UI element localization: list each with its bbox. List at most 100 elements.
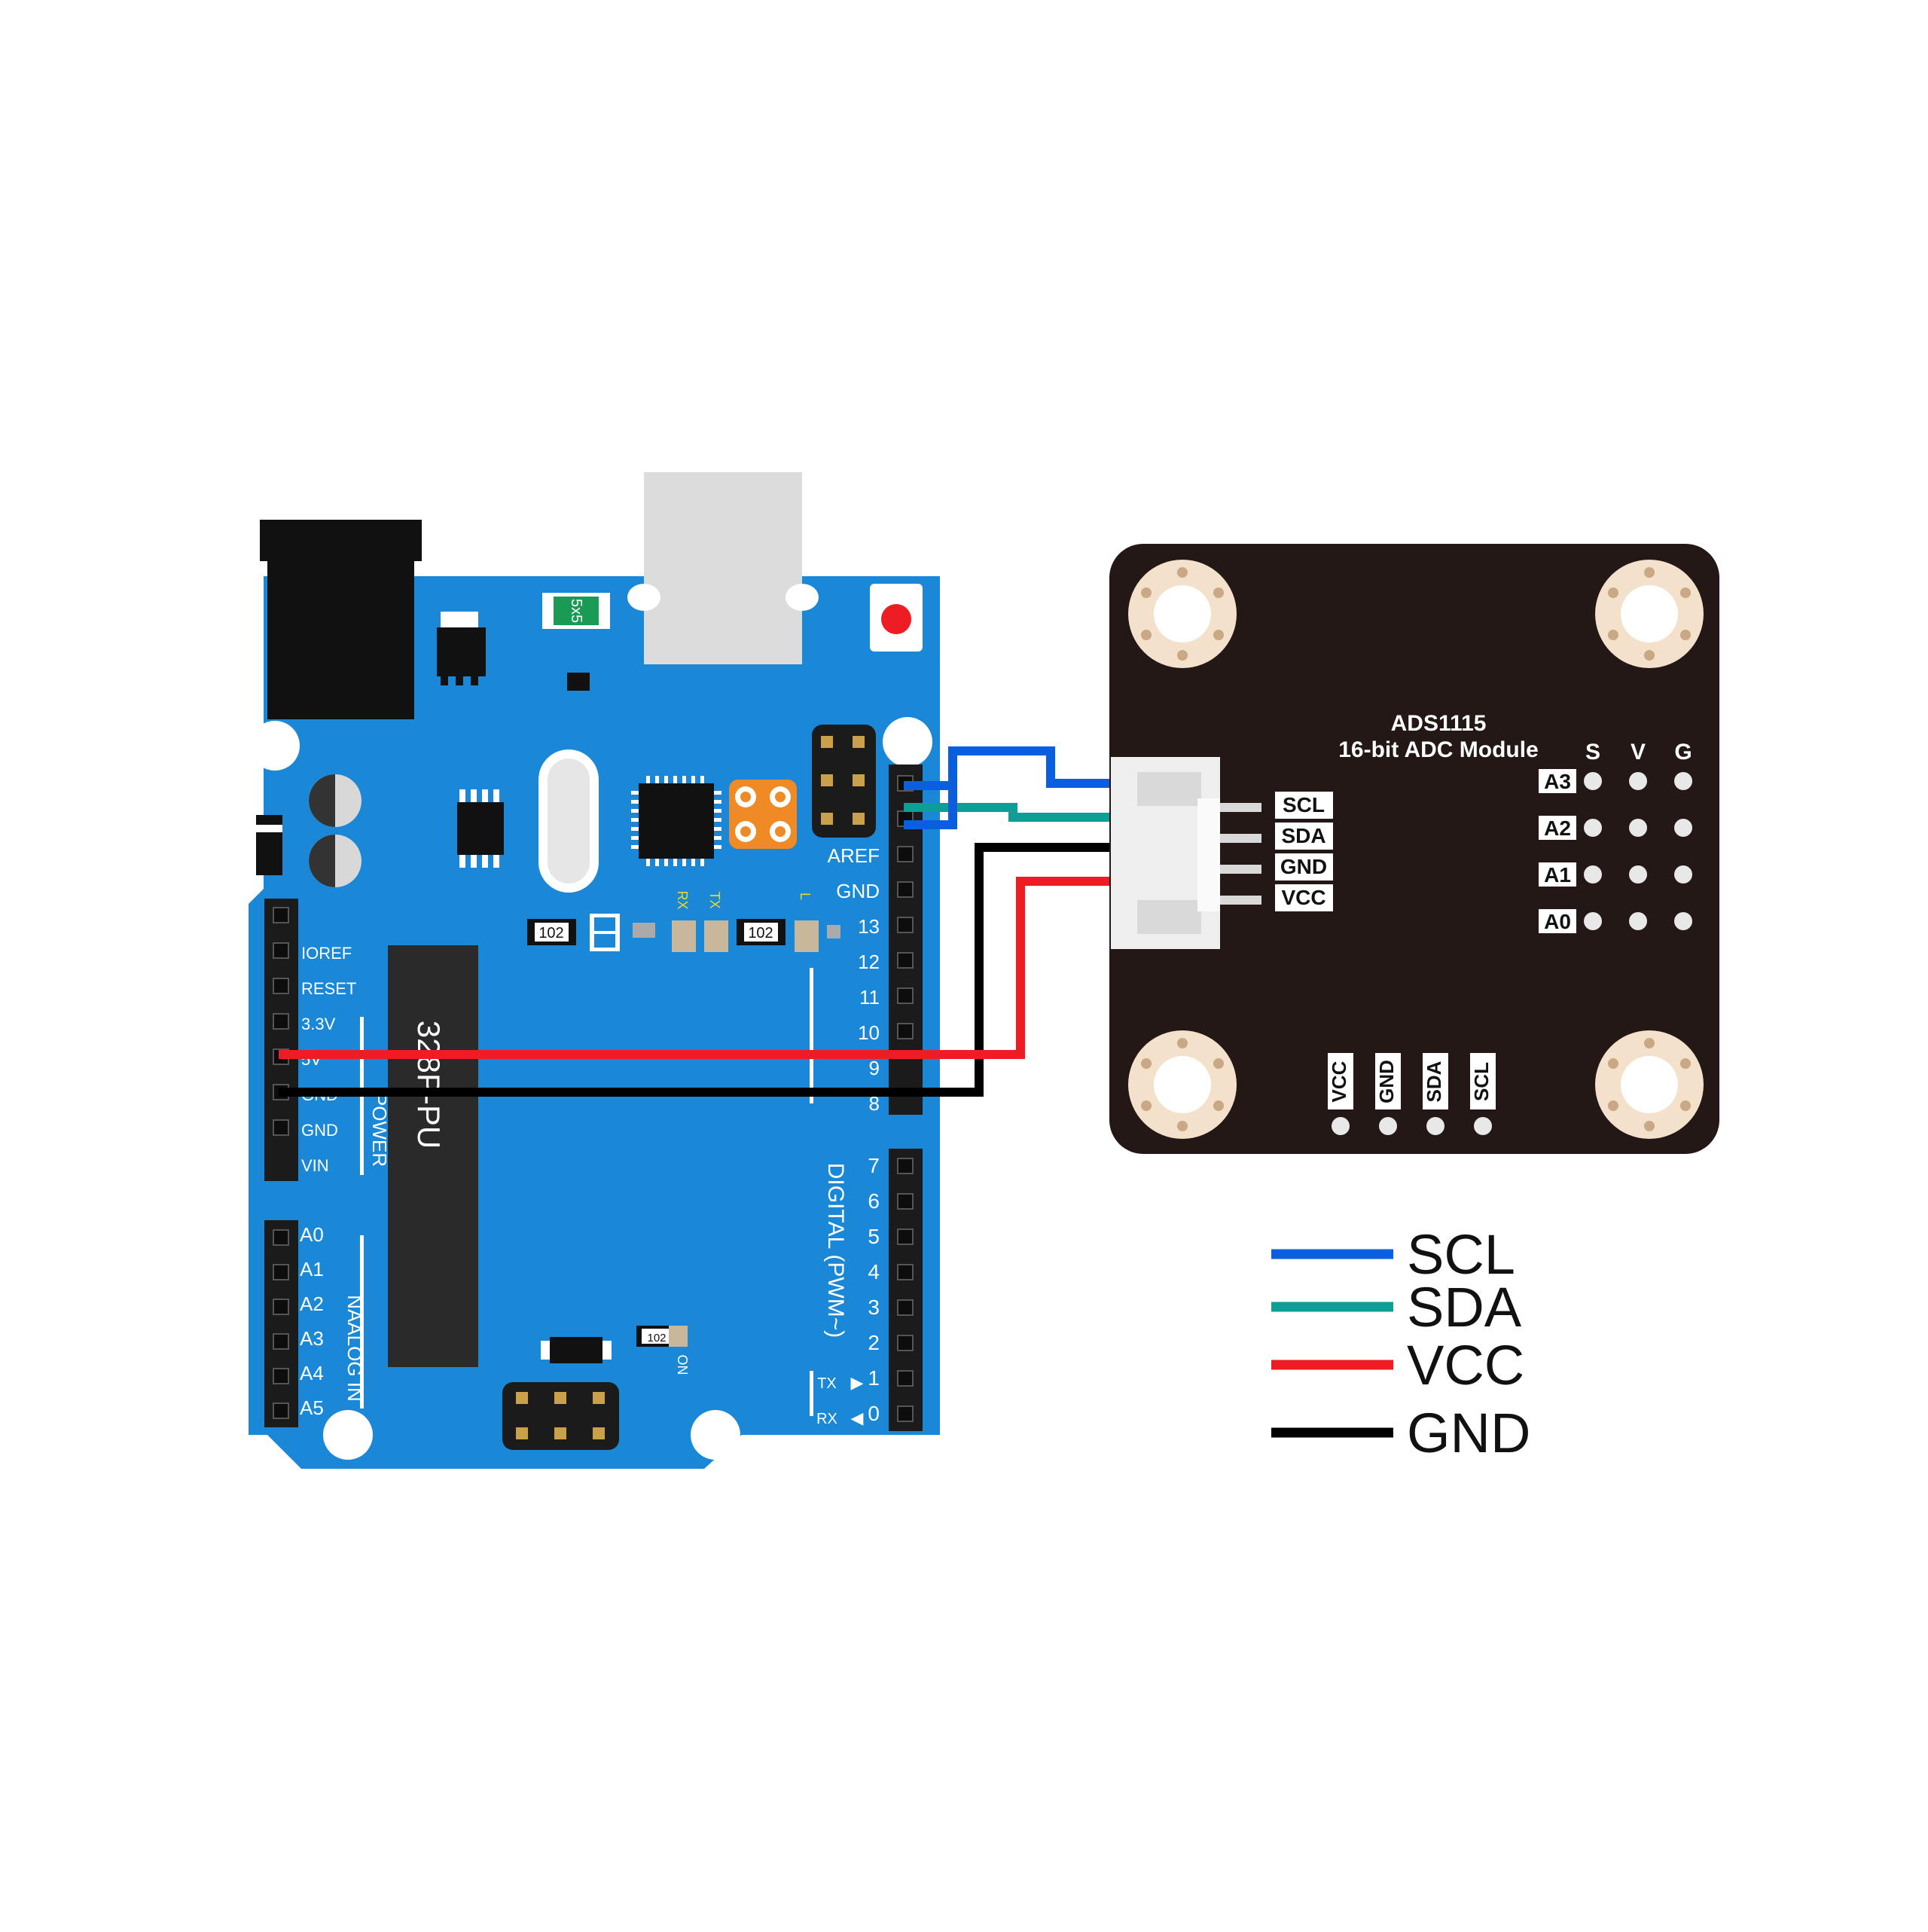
jumper-pad-inner bbox=[594, 917, 615, 931]
pin-label: 5 bbox=[868, 1225, 880, 1248]
regulator-leg bbox=[456, 674, 463, 685]
rx-label: RX bbox=[816, 1411, 837, 1427]
hole-via bbox=[1644, 567, 1655, 578]
wire-scl bbox=[904, 746, 1109, 790]
hole-via bbox=[1644, 1121, 1655, 1131]
hole-via bbox=[1141, 1100, 1152, 1111]
column-header: V bbox=[1631, 740, 1646, 765]
wire-gnd bbox=[279, 843, 1109, 1097]
bottom-pin-label: VCC bbox=[1328, 1061, 1350, 1102]
header-pin bbox=[897, 881, 914, 898]
wire-scl-branch bbox=[904, 786, 957, 829]
usb-port bbox=[644, 472, 802, 664]
chip-label: 328P-PU bbox=[411, 1021, 447, 1149]
pad-hole bbox=[775, 826, 786, 837]
pin-label: GND bbox=[836, 880, 880, 902]
pin-label: 10 bbox=[858, 1021, 880, 1044]
bottom-pin bbox=[1332, 1117, 1350, 1135]
header-pin bbox=[897, 917, 914, 933]
header-pin bbox=[897, 1193, 914, 1210]
hole-via bbox=[1680, 588, 1691, 598]
rx-arrow: ◀ bbox=[851, 1409, 864, 1427]
pin-label: 6 bbox=[868, 1189, 880, 1213]
led-tx bbox=[704, 920, 728, 952]
led-l bbox=[795, 920, 819, 952]
usb-rim-right bbox=[786, 584, 819, 611]
bottom-pin bbox=[1426, 1117, 1444, 1135]
connector-pin bbox=[1220, 896, 1261, 905]
header-pin bbox=[897, 952, 914, 969]
pin-label: 0 bbox=[868, 1402, 880, 1425]
hole-via bbox=[1644, 650, 1655, 661]
bottom-pin-label-box bbox=[1423, 1053, 1448, 1109]
op-amp bbox=[457, 802, 504, 855]
header-pin bbox=[897, 1158, 914, 1174]
legend-label-scl: SCL bbox=[1407, 1223, 1515, 1286]
hole-via bbox=[1608, 1058, 1618, 1069]
module-mounting-holes bbox=[1128, 560, 1704, 1139]
header-pin bbox=[273, 1013, 289, 1030]
pin-label: GND bbox=[301, 1121, 338, 1140]
channel-pin bbox=[1629, 912, 1647, 930]
hole-via bbox=[1644, 1038, 1655, 1048]
connector-pin bbox=[1220, 803, 1261, 812]
resistor-label-bg bbox=[535, 923, 569, 942]
mounting-hole bbox=[883, 717, 932, 767]
header-pin bbox=[897, 1370, 914, 1387]
bottom-pin bbox=[1474, 1117, 1492, 1135]
diode-band bbox=[256, 825, 282, 832]
header-pin bbox=[897, 1228, 914, 1245]
bottom-pin-label: GND bbox=[1375, 1060, 1398, 1103]
hole-via bbox=[1177, 1121, 1188, 1131]
small-transistor bbox=[567, 673, 590, 691]
header-pin bbox=[273, 942, 289, 959]
hole-via bbox=[1608, 1100, 1618, 1111]
channel-pin bbox=[1584, 819, 1602, 837]
channel-label-box bbox=[1539, 769, 1576, 793]
pin-label: AREF bbox=[828, 844, 880, 867]
channel-pin bbox=[1674, 865, 1692, 884]
hole-via bbox=[1177, 567, 1188, 578]
pin-label: 8 bbox=[869, 1092, 880, 1115]
power-header bbox=[264, 899, 298, 1181]
channel-label: A0 bbox=[1544, 910, 1571, 933]
bottom-pin-label-box bbox=[1328, 1053, 1353, 1109]
connector-label: SCL bbox=[1283, 793, 1325, 816]
smd-pad bbox=[633, 923, 655, 938]
hole-via bbox=[1213, 1100, 1224, 1111]
led-on-label: ON bbox=[675, 1355, 690, 1375]
voltage-regulator bbox=[437, 627, 486, 676]
channel-label: A3 bbox=[1544, 770, 1571, 793]
bottom-pin-label-box bbox=[1470, 1053, 1496, 1109]
pin-label: IOREF bbox=[301, 944, 352, 963]
bottom-pin-label-box bbox=[1375, 1053, 1401, 1109]
reset-button[interactable] bbox=[881, 604, 911, 634]
silkscreen-line bbox=[810, 968, 813, 1103]
pin-label: A0 bbox=[300, 1223, 324, 1246]
connector-label-box bbox=[1275, 884, 1333, 911]
pin-label: A4 bbox=[300, 1362, 324, 1384]
capacitor-band bbox=[309, 835, 335, 887]
module-mounting-hole-center bbox=[1621, 585, 1678, 642]
pin-label: A1 bbox=[300, 1258, 324, 1280]
channel-label: A1 bbox=[1544, 863, 1571, 887]
regulator-leg bbox=[471, 674, 478, 685]
channel-label-box bbox=[1539, 816, 1576, 840]
module-mounting-hole-center bbox=[1154, 1056, 1211, 1113]
column-header: S bbox=[1585, 740, 1600, 765]
pin-label: 9 bbox=[869, 1057, 880, 1079]
mounting-hole bbox=[250, 721, 300, 771]
gravity-connector-slot bbox=[1197, 798, 1220, 911]
header-pin bbox=[273, 1119, 289, 1136]
module-mounting-hole-center bbox=[1621, 1056, 1678, 1113]
connector-pin bbox=[1220, 865, 1261, 874]
header-pin bbox=[273, 1299, 289, 1315]
legend-label-sda: SDA bbox=[1407, 1276, 1522, 1338]
diode bbox=[256, 815, 282, 875]
